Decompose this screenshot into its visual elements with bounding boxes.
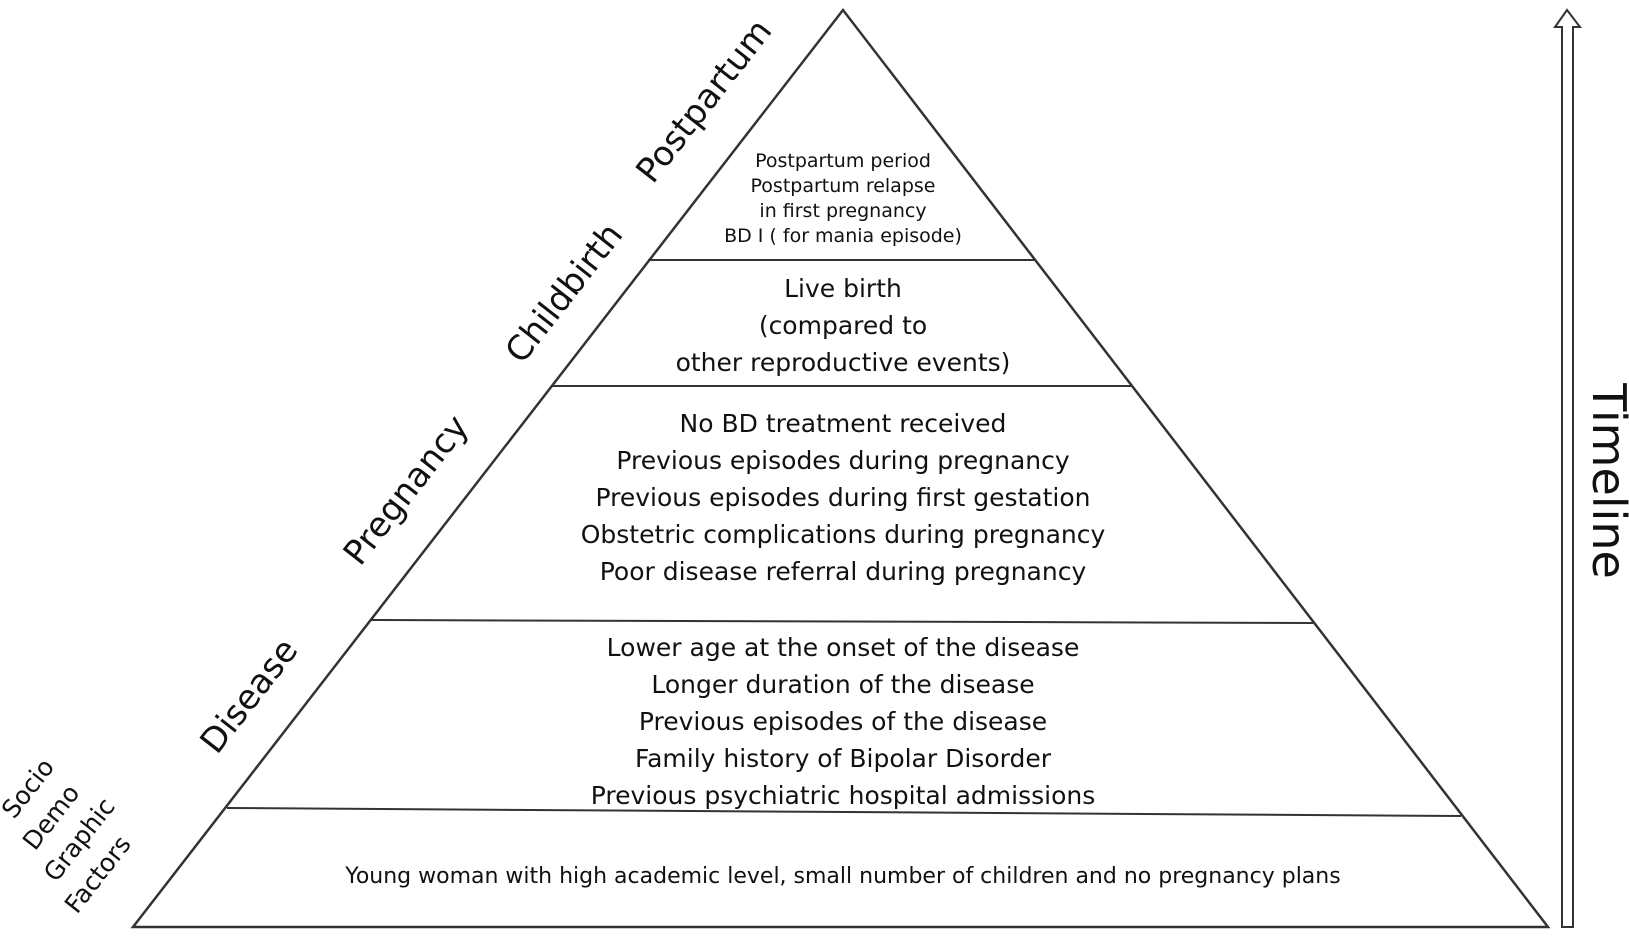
tier-postpartum-line: in first pregnancy <box>759 200 926 222</box>
tier-pregnancy-line: No BD treatment received <box>680 409 1007 438</box>
tier-pregnancy-line: Poor disease referral during pregnancy <box>600 557 1087 586</box>
tier-pregnancy-line: Previous episodes during pregnancy <box>616 446 1070 475</box>
tier-pregnancy: No BD treatment received Previous episod… <box>581 409 1106 586</box>
tier-pregnancy-line: Previous episodes during first gestation <box>595 483 1090 512</box>
side-label-sociodemographic: Socio Demo Graphic Factors <box>0 753 137 919</box>
tier-pregnancy-line: Obstetric complications during pregnancy <box>581 520 1106 549</box>
arrow-up-icon <box>1553 8 1583 928</box>
side-label-childbirth: Childbirth <box>498 216 632 371</box>
tier-sociodemographic-line: Young woman with high academic level, sm… <box>344 864 1340 889</box>
tier-childbirth: Live birth (compared to other reproducti… <box>676 274 1011 377</box>
tier-disease: Lower age at the onset of the disease Lo… <box>591 633 1096 810</box>
tier-disease-line: Previous psychiatric hospital admissions <box>591 781 1096 810</box>
tier-childbirth-line: (compared to <box>759 311 927 340</box>
tier-postpartum: Postpartum period Postpartum relapse in … <box>724 150 962 247</box>
tier-sociodemographic: Young woman with high academic level, sm… <box>344 864 1340 889</box>
pyramid-outline <box>130 7 1551 929</box>
tier-postpartum-line: BD I ( for mania episode) <box>724 225 962 247</box>
tier-postpartum-line: Postpartum relapse <box>751 175 936 197</box>
timeline-label: Timeline <box>1582 382 1629 579</box>
tier-disease-line: Lower age at the onset of the disease <box>607 633 1080 662</box>
divider-disease-sociodemographic <box>226 807 1462 817</box>
divider-pregnancy-disease <box>369 619 1314 624</box>
tier-disease-line: Previous episodes of the disease <box>639 707 1047 736</box>
tier-disease-line: Family history of Bipolar Disorder <box>635 744 1052 773</box>
side-label-disease: Disease <box>192 631 306 761</box>
tier-disease-line: Longer duration of the disease <box>651 670 1034 699</box>
tier-childbirth-line: other reproductive events) <box>676 348 1011 377</box>
tier-postpartum-line: Postpartum period <box>755 150 931 172</box>
side-label-pregnancy: Pregnancy <box>336 408 477 573</box>
timeline-arrow <box>1553 8 1583 928</box>
tier-childbirth-line: Live birth <box>784 274 902 303</box>
